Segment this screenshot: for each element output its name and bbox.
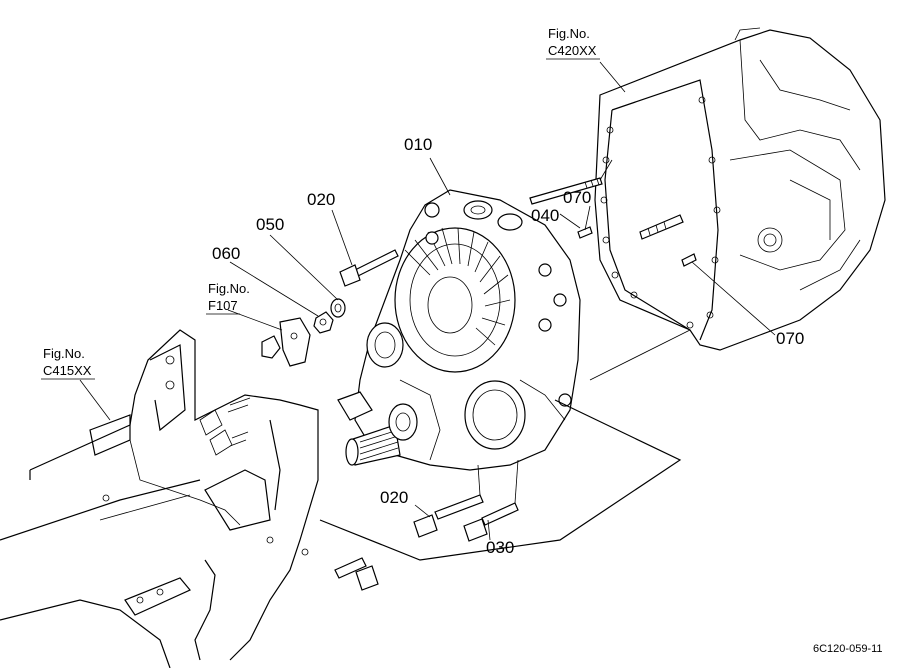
fig-ref-f107-label: Fig.No.: [208, 281, 250, 296]
fig-ref-c420-label: Fig.No.: [548, 26, 590, 41]
part-label-020-top: 020: [307, 190, 335, 209]
fig-ref-c415-label: Fig.No.: [43, 346, 85, 361]
dowel-pin-070-top: [577, 226, 593, 239]
nut-060: [313, 311, 334, 334]
dowel-pin-070-right: [681, 253, 697, 267]
washer-050: [330, 298, 346, 318]
part-label-020-bottom: 020: [380, 488, 408, 507]
part-label-070-top: 070: [563, 188, 591, 207]
bolt-030: [463, 502, 519, 542]
part-label-040: 040: [531, 206, 559, 225]
stud-center: [639, 214, 684, 240]
part-label-070-right: 070: [776, 329, 804, 348]
diagram-code: 6C120-059-11: [813, 643, 883, 655]
bolt-020-bottom: [413, 494, 484, 538]
fig-ref-c415-code: C415XX: [43, 363, 92, 378]
bracket-f107: [261, 317, 311, 367]
part-label-030: 030: [486, 538, 514, 557]
fig-ref-f107-code: F107: [208, 298, 238, 313]
part-label-060: 060: [212, 244, 240, 263]
frame-bracket: [0, 329, 682, 668]
leader-lines: [79, 61, 776, 541]
fig-ref-c420-code: C420XX: [548, 43, 597, 58]
stud-040: [529, 177, 603, 205]
part-label-050: 050: [256, 215, 284, 234]
gearbox-assembly: [337, 189, 581, 471]
transmission-housing: [594, 27, 886, 351]
bolt-020-top: [339, 249, 399, 287]
part-label-010: 010: [404, 135, 432, 154]
